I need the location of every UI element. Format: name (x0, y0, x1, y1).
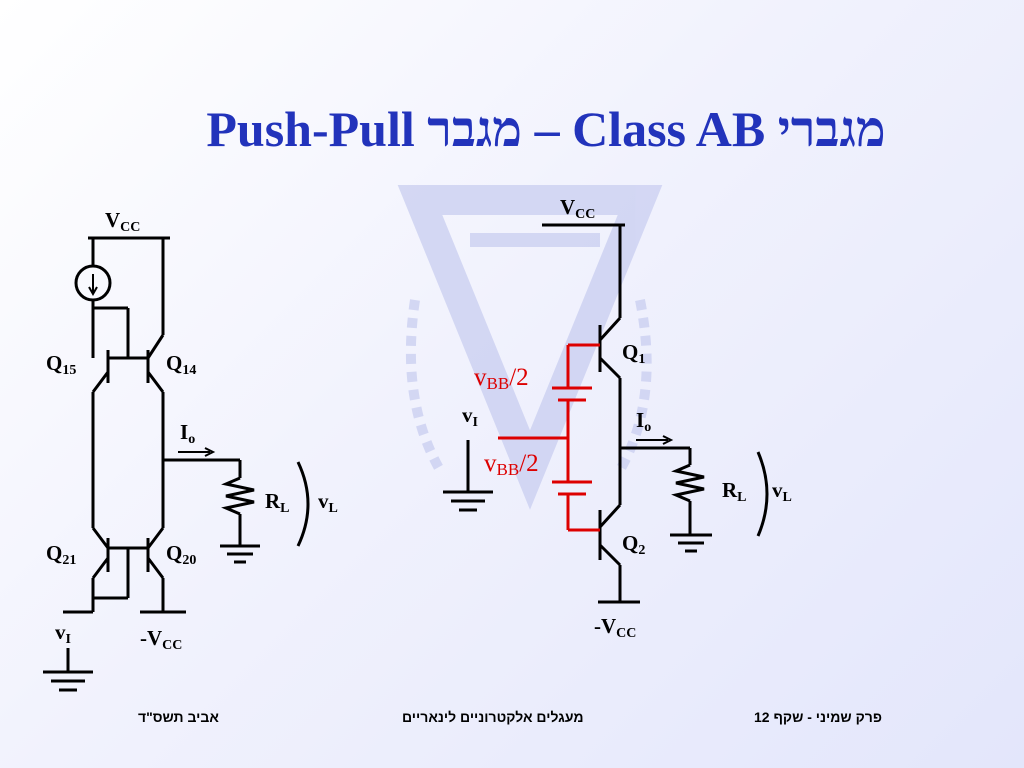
right-neg-vcc-label: -VCC (594, 614, 637, 641)
footer-slide-number: פרק שמיני - שקף 12 (754, 709, 882, 725)
q2-label: Q2 (622, 531, 646, 558)
bias-voltage-sources (498, 343, 600, 532)
slide-title: Push-Pull מגבר – Class AB מגברי (206, 101, 886, 157)
vbb-top-label: vBB/2 (474, 364, 529, 393)
left-neg-vcc-label: -VCC (140, 626, 183, 653)
left-circuit (43, 236, 310, 692)
q15-label: Q15 (46, 351, 77, 378)
right-rl-label: RL (722, 478, 747, 505)
right-circuit (443, 223, 769, 604)
left-io-label: Io (180, 420, 196, 447)
vbb-bottom-label: vBB/2 (484, 450, 539, 479)
watermark-logo (397, 185, 663, 510)
q20-label: Q20 (166, 541, 197, 568)
footer-date: אביב תשס"ד (138, 709, 219, 725)
left-vi-label: vI (55, 620, 71, 647)
right-vi-label: vI (462, 403, 478, 430)
right-io-label: Io (636, 408, 652, 435)
right-vcc-label: VCC (560, 195, 596, 222)
left-vcc-label: VCC (105, 208, 141, 235)
left-vl-label: vL (318, 489, 338, 516)
footer-course: מעגלים אלקטרוניים לינאריים (402, 709, 584, 725)
right-vl-label: vL (772, 478, 792, 505)
q1-label: Q1 (622, 340, 646, 367)
q14-label: Q14 (166, 351, 197, 378)
q21-label: Q21 (46, 541, 77, 568)
left-rl-label: RL (265, 489, 290, 516)
